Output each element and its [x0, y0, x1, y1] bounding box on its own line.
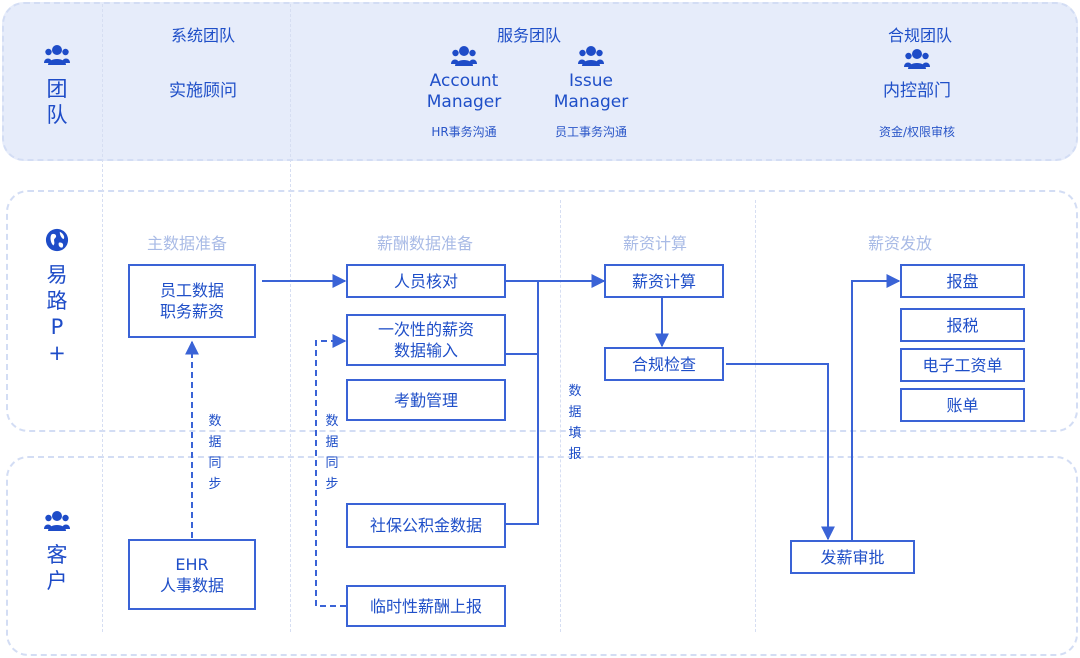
team-system-role: 实施顾问: [169, 81, 237, 101]
account-manager-label: Account Manager: [426, 71, 502, 112]
arrow-approval-to-payout: [851, 274, 901, 540]
box-tax: 报税: [900, 308, 1025, 342]
client-band: [6, 456, 1078, 656]
platform-band: [6, 190, 1078, 432]
issue-manager-sub: 员工事务沟通: [554, 125, 627, 139]
phase-payroll-calc: 薪资计算: [622, 234, 687, 253]
box-ehr: EHR 人事数据: [128, 539, 256, 610]
phase-comp-data: 薪酬数据准备: [376, 234, 473, 253]
arrow-compliance-to-approval: [726, 363, 835, 541]
line-social-merge: [505, 281, 539, 525]
row-label-client-text: 客户: [46, 543, 68, 593]
box-statement: 账单: [900, 388, 1025, 422]
box-bank-file: 报盘: [900, 264, 1025, 298]
account-manager-sub: HR事务沟通: [431, 125, 497, 139]
team-system-title: 系统团队: [170, 26, 235, 45]
line-one-time-merge: [505, 281, 539, 355]
row-label-team-text: 团队: [46, 77, 68, 127]
group-icon: [44, 511, 70, 531]
team-compliance-sub: 资金/权限审核: [878, 125, 956, 139]
issue-manager-label: Issue Manager: [553, 71, 629, 112]
row-label-platform-text: 易路P+: [46, 263, 68, 365]
team-compliance-role: 内控部门: [883, 81, 951, 101]
box-employee-data: 员工数据 职务薪资: [128, 264, 256, 338]
column-divider: [290, 4, 291, 632]
box-attendance: 考勤管理: [346, 379, 506, 421]
group-icon: [904, 49, 930, 69]
group-icon: [451, 46, 477, 66]
arrow-temp-report-sync: [315, 334, 347, 607]
row-label-client: 客户: [27, 510, 87, 594]
team-band: [2, 2, 1078, 161]
row-label-team: 团队: [27, 44, 87, 128]
box-payroll-approval: 发薪审批: [790, 540, 915, 574]
box-payroll-calc: 薪资计算: [604, 264, 724, 298]
box-temp-report: 临时性薪酬上报: [346, 585, 506, 627]
column-divider: [755, 200, 756, 632]
label-data-fill: 数据填报: [568, 384, 582, 462]
phase-master-data: 主数据准备: [146, 234, 227, 253]
column-divider: [102, 4, 103, 632]
team-compliance-title: 合规团队: [887, 26, 952, 45]
group-icon: [44, 45, 70, 65]
label-data-sync-ehr: 数据同步: [208, 414, 222, 492]
phase-payroll-payout: 薪资发放: [867, 234, 932, 253]
box-e-payslip: 电子工资单: [900, 348, 1025, 382]
column-divider: [560, 200, 561, 632]
group-icon: [578, 46, 604, 66]
box-compliance-check: 合规检查: [604, 347, 724, 381]
row-label-platform: 易路P+: [27, 228, 87, 366]
box-social-security: 社保公积金数据: [346, 503, 506, 548]
box-personnel-check: 人员核对: [346, 264, 506, 298]
team-service-title: 服务团队: [496, 26, 561, 45]
box-one-time-input: 一次性的薪资 数据输入: [346, 314, 506, 366]
globe-icon: [45, 228, 69, 252]
label-data-sync-temp: 数据同步: [325, 414, 339, 492]
